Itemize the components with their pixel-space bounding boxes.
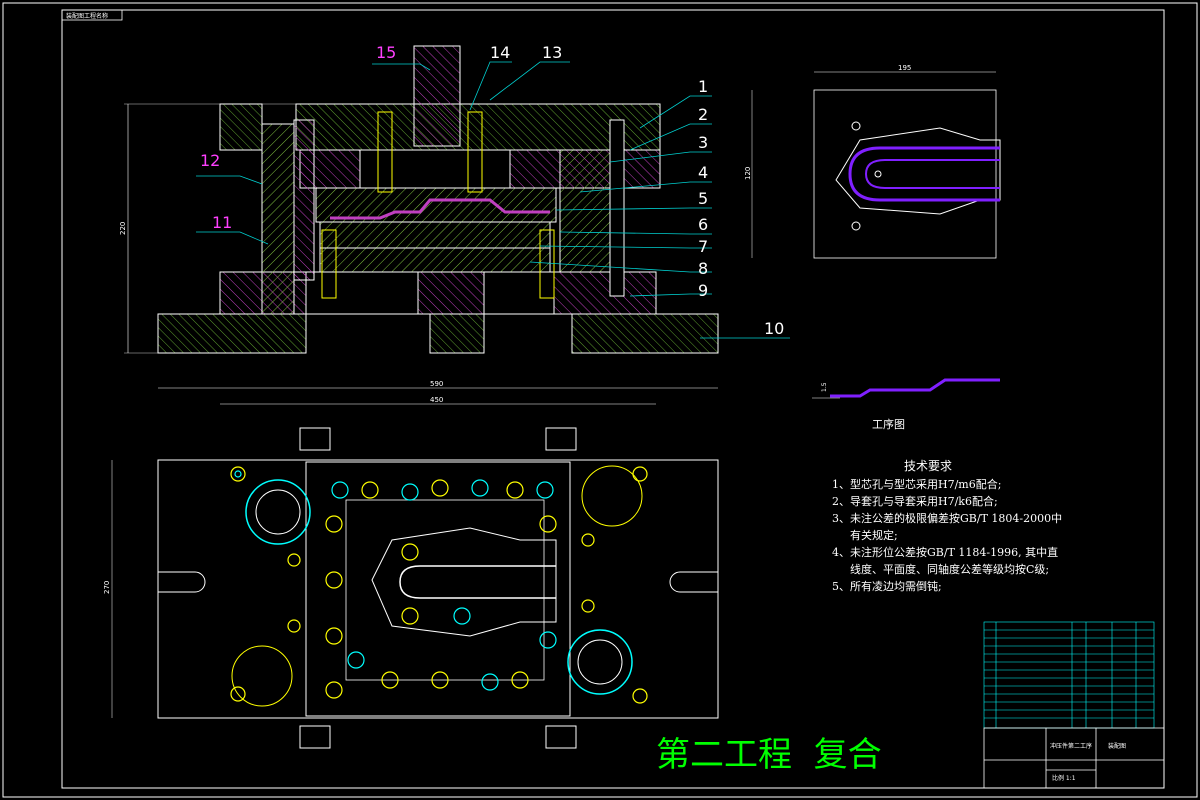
part-profile-view: 1.5 工序图 (812, 378, 1000, 431)
tech-req-item-1: 1、型芯孔与型芯采用H7/m6配合; (832, 477, 1001, 491)
part-u-slot-inner (864, 159, 1000, 189)
die-cavity-slot (399, 565, 556, 599)
right-guide-bushing (559, 149, 611, 273)
die-plan-view: 590 450 270 (103, 380, 719, 749)
part-label-14: 14 (490, 43, 510, 62)
dim-plan-width-outer: 590 (430, 380, 443, 388)
part-label-9: 9 (698, 281, 708, 300)
tech-req-item-4b: 线度、平面度、同轴度公差等级均按C级; (850, 562, 1049, 576)
lower-base-left (157, 313, 307, 354)
right-guide-post (609, 119, 625, 297)
part-label-10: 10 (764, 319, 784, 338)
part-label-12: 12 (200, 151, 220, 170)
title-block-company: 装配图 (1108, 742, 1126, 750)
tech-req-item-3: 3、未注公差的极限偏差按GB/T 1804-2000中 (832, 511, 1062, 525)
guide-bushing (293, 119, 315, 281)
part-plan-view: 195 120 (744, 64, 1001, 259)
part-u-slot (848, 146, 1000, 202)
punch-plate-inner (359, 149, 511, 189)
title-block-drawing-name: 冲压件第二工序 (1050, 742, 1092, 750)
lower-shoe-outline (157, 459, 719, 719)
corner-label-box (61, 9, 123, 21)
title-block (983, 727, 1165, 789)
lower-base-right (571, 313, 719, 354)
dim-profile-thickness: 1.5 (821, 382, 828, 392)
part-number-labels: 1 2 3 4 5 6 7 8 9 10 11 12 13 14 15 (200, 43, 784, 338)
upper-die-shoe (295, 103, 661, 151)
part-label-4: 4 (698, 163, 708, 182)
profile-line (830, 378, 1000, 398)
lower-die-shoe-gap (305, 271, 419, 315)
dim-plan-width-inner: 450 (430, 396, 443, 404)
tech-req-item-5: 5、所有凌边均需倒钝; (832, 579, 942, 593)
title-block-scale: 比例 1:1 (1052, 774, 1076, 782)
lower-base-mid (429, 313, 485, 354)
bolt-holes (230, 466, 648, 704)
part-outline (835, 127, 1001, 215)
part-label-2: 2 (698, 105, 708, 124)
die-block (319, 247, 551, 273)
tech-req-item-4: 4、未注形位公差按GB/T 1184-1996, 其中直 (832, 545, 1058, 559)
part-label-11: 11 (212, 213, 232, 232)
lower-die-shoe-gap2 (483, 271, 555, 315)
stripper-plate (315, 187, 557, 223)
dim-part-width: 195 (898, 64, 911, 72)
part-leaders (196, 61, 790, 339)
guide-post (261, 123, 295, 315)
bill-of-materials (983, 621, 1155, 729)
part-label-15: 15 (376, 43, 396, 62)
corner-label: 装配图工程名称 (66, 12, 108, 20)
front-section-view: 220 (119, 45, 719, 354)
dim-front-height: 220 (119, 222, 127, 235)
die-shank (413, 45, 461, 147)
dim-part-height: 120 (744, 167, 752, 180)
upper-shoe-left (219, 103, 263, 151)
part-label-6: 6 (698, 215, 708, 234)
die-insert-outline (345, 499, 545, 681)
part-label-13: 13 (542, 43, 562, 62)
technical-requirements: 技术要求 1、型芯孔与型芯采用H7/m6配合; 2、导套孔与导套采用H7/k6配… (832, 459, 1062, 593)
springs (321, 111, 555, 299)
workpiece-profile (330, 198, 550, 220)
stage-title: 第二工程 复合 (656, 735, 882, 775)
tech-req-item-3b: 有关规定; (850, 528, 898, 542)
die-plate-outline (305, 461, 571, 717)
part-blank-outline (813, 89, 997, 259)
part-label-5: 5 (698, 189, 708, 208)
die-plate (319, 221, 551, 249)
part-label-3: 3 (698, 133, 708, 152)
tech-req-item-2: 2、导套孔与导套采用H7/k6配合; (832, 494, 998, 508)
process-caption: 工序图 (872, 417, 905, 431)
part-label-1: 1 (698, 77, 708, 96)
part-label-8: 8 (698, 259, 708, 278)
die-cavity-outline (371, 527, 557, 637)
part-label-7: 7 (698, 237, 708, 256)
dim-plan-height: 270 (103, 581, 111, 594)
inner-frame (61, 9, 1165, 789)
tech-req-title: 技术要求 (904, 459, 952, 473)
